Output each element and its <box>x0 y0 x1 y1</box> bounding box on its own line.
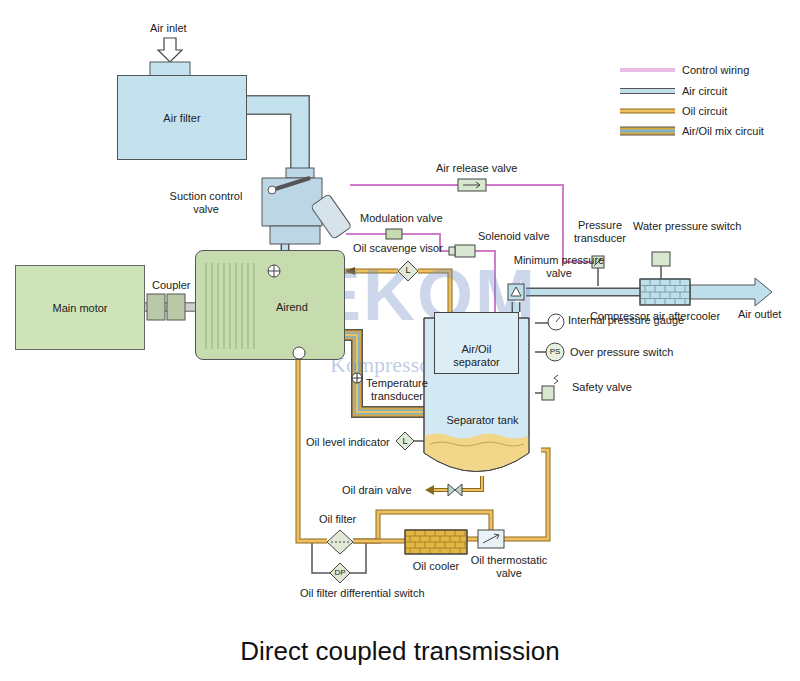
pipe-connector <box>467 539 478 540</box>
part-label: Pressure transducer <box>570 219 630 245</box>
part-label: Water pressure switch <box>633 220 741 233</box>
inlet-arrow <box>158 38 182 62</box>
pipe-connector <box>353 541 405 542</box>
coupler-symbol <box>147 294 185 320</box>
component-shape <box>405 530 467 554</box>
component-node: LOil scavenge visor <box>398 261 418 281</box>
component-label: Main motor <box>16 302 144 315</box>
outlet-arrow <box>690 278 772 306</box>
component-node: Oil filter <box>327 530 353 554</box>
pipe-line <box>467 538 478 541</box>
part-label: L <box>399 435 411 447</box>
legend-text: Air circuit <box>682 85 727 98</box>
part-label: Oil drain valve <box>342 484 412 497</box>
component-shape <box>478 530 504 548</box>
level-indicator-symbol <box>396 432 414 450</box>
pipe-line <box>526 289 640 295</box>
pipe-line <box>247 105 300 168</box>
pipe-line <box>467 537 478 542</box>
component-node: Oil cooler <box>405 530 467 554</box>
pressure-gauge-symbol <box>548 314 564 330</box>
component-label: Oil thermostatic valve <box>464 554 554 580</box>
pipe-line <box>247 105 300 168</box>
component-label: Minimum pressure valve <box>500 254 618 280</box>
component-node: Main motor <box>15 265 145 350</box>
pipe-line <box>353 540 405 543</box>
component-node: Suction control valve <box>250 168 350 244</box>
component-shape <box>250 168 350 244</box>
component-shape <box>327 530 353 554</box>
drain-arrow <box>425 485 434 495</box>
component-label: Oil scavenge visor <box>353 242 443 255</box>
legend-text: Air/Oil mix circuit <box>682 125 764 138</box>
component-node: Minimum pressure valve <box>506 282 526 302</box>
caption: Direct coupled transmission <box>0 636 800 666</box>
component-node: Airend <box>195 250 345 360</box>
part-label: PS <box>546 346 564 358</box>
component-label: Separator tank <box>424 414 541 427</box>
component-node: Air/Oil separator <box>434 312 519 374</box>
part-label: Oil level indicator <box>306 436 390 449</box>
part-label: Coupler <box>152 279 191 292</box>
component-label: Oil cooler <box>405 560 467 573</box>
component-label: Airend <box>276 301 308 314</box>
legend-text: Control wiring <box>682 64 749 77</box>
part-label: Air release valve <box>436 162 517 175</box>
inlet-stub <box>150 62 190 76</box>
component-label: Suction control valve <box>166 190 246 216</box>
part-label: Solenoid valve <box>478 230 550 243</box>
pressure-switch-symbol <box>546 343 564 361</box>
dp-switch-symbol <box>330 563 350 583</box>
drain-valve-symbol <box>448 484 462 496</box>
legend-samples <box>620 70 675 131</box>
pipe-connector <box>526 292 640 293</box>
component-label: Air/Oil separator <box>435 343 518 369</box>
component-label: Air filter <box>118 112 246 125</box>
component-shape <box>506 282 526 302</box>
pipe-line <box>353 539 405 544</box>
part-label: Safety valve <box>572 381 632 394</box>
component-node: Oil thermostatic valve <box>478 530 504 548</box>
air-release-valve-symbol <box>458 179 486 191</box>
safety-valve-symbol <box>542 375 558 400</box>
pipe-connector <box>247 105 300 168</box>
part-label: DP <box>332 567 348 579</box>
water-switch-symbol <box>652 252 670 266</box>
component-node: Separator tank Air/Oil separator <box>424 318 541 478</box>
part-label: Modulation valve <box>360 212 443 225</box>
pipe-line <box>526 288 640 297</box>
component-node: Air filter <box>117 75 247 160</box>
component-label: L <box>398 265 418 276</box>
component-shape <box>196 251 346 361</box>
part-label: Internal pressure gauge <box>568 314 684 327</box>
part-label: Temperature transducer <box>365 377 429 403</box>
part-label: Air inlet <box>150 22 187 35</box>
part-label: Oil filter differential switch <box>300 587 425 600</box>
part-label: Air outlet <box>738 308 781 321</box>
component-shape <box>640 279 690 305</box>
component-label: Oil filter <box>319 513 356 526</box>
modulation-valve-symbol <box>386 229 402 239</box>
legend-text: Oil circuit <box>682 105 727 118</box>
component-node: Compressor air aftercooler <box>640 279 690 305</box>
part-label: Over pressure switch <box>570 346 673 359</box>
